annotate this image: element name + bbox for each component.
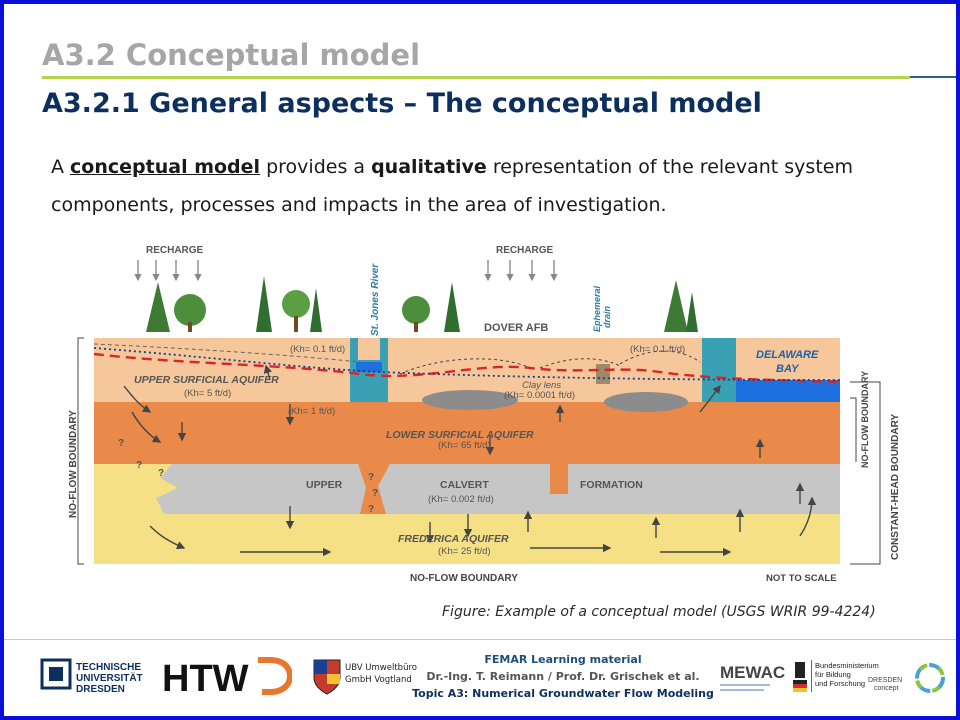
label-dover-afb: DOVER AFB bbox=[484, 322, 548, 334]
bmbf-logo: Bundesministerium für Bildung und Forsch… bbox=[791, 656, 881, 700]
frederica-aquifer-layer bbox=[94, 514, 840, 564]
groundwater-flow-arrows bbox=[123, 364, 817, 557]
slide: A3.2 Conceptual model A3.2.1 General asp… bbox=[4, 4, 956, 716]
bmbf-line-2: für Bildung bbox=[815, 670, 851, 679]
question-mark: ? bbox=[136, 460, 142, 471]
question-mark: ? bbox=[368, 472, 374, 483]
title-divider bbox=[42, 76, 910, 79]
ubv-line-2: GmbH Vogtland bbox=[345, 675, 412, 685]
question-mark: ? bbox=[368, 504, 374, 515]
topic-label: Topic A3: Numerical Groundwater Flow Mod… bbox=[412, 687, 714, 700]
label-upper-surficial-aquifer: UPPER SURFICIAL AQUIFER bbox=[134, 374, 279, 386]
label-st-jones-river: St. Jones River bbox=[370, 263, 381, 336]
label-kh-5: (Kh= 5 ft/d) bbox=[184, 388, 231, 399]
trees bbox=[146, 276, 698, 332]
tu-dresden-logo: TECHNISCHE UNIVERSITÄT DRESDEN bbox=[40, 656, 152, 696]
clay-lens-left bbox=[422, 390, 518, 410]
label-kh-65: (Kh= 65 ft/d) bbox=[438, 440, 491, 451]
mewac-logo: MEWAC bbox=[720, 656, 786, 698]
intro-term-conceptual-model: conceptual model bbox=[70, 156, 261, 178]
label-kh-25: (Kh= 25 ft/d) bbox=[438, 546, 491, 557]
tud-line-3: DRESDEN bbox=[76, 684, 125, 695]
calvert-formation-layer bbox=[94, 464, 840, 514]
calvert-notch bbox=[550, 464, 568, 494]
figure-caption: Figure: Example of a conceptual model (U… bbox=[442, 604, 876, 620]
label-recharge-right: RECHARGE bbox=[496, 245, 554, 256]
htw-wordmark: HTW bbox=[162, 658, 249, 700]
femar-label: FEMAR Learning material bbox=[484, 653, 642, 666]
ephemeral-drain bbox=[596, 364, 610, 384]
water-table-dotted-blue bbox=[93, 347, 841, 381]
bmbf-line-3: und Forschung bbox=[815, 679, 865, 688]
label-kh-1: (Kh= 1 ft/d) bbox=[288, 406, 335, 417]
question-mark: ? bbox=[118, 438, 124, 449]
label-no-flow-boundary-left: NO-FLOW BOUNDARY bbox=[68, 410, 79, 518]
label-constant-head-boundary: CONSTANT-HEAD BOUNDARY bbox=[890, 414, 900, 560]
footer-divider bbox=[4, 639, 956, 640]
dresden-concept-logo: DRESDEN concept bbox=[868, 660, 952, 700]
question-mark: ? bbox=[158, 468, 164, 479]
authors-label: Dr.-Ing. T. Reimann / Prof. Dr. Grischek… bbox=[426, 670, 700, 683]
recharge-arrows-left bbox=[134, 260, 202, 282]
label-kh-01-right: (Kh= 0.1 ft/d) bbox=[630, 344, 685, 355]
delaware-bay-water bbox=[702, 338, 736, 402]
label-kh-01-left: (Kh= 0.1 ft/d) bbox=[290, 344, 345, 355]
label-bay: BAY bbox=[776, 363, 800, 375]
channel-fill bbox=[358, 464, 390, 514]
label-ephemeral: Ephemeral bbox=[592, 285, 602, 332]
label-upper: UPPER bbox=[306, 479, 343, 491]
label-no-flow-boundary-right: NO-FLOW BOUNDARY bbox=[860, 371, 870, 468]
label-not-to-scale: NOT TO SCALE bbox=[766, 573, 837, 584]
conceptual-model-figure: RECHARGE RECHARGE DOVER AFB St. Jones Ri… bbox=[60, 236, 901, 588]
mewac-wordmark: MEWAC bbox=[720, 663, 785, 682]
label-lower-surficial-aquifer: LOWER SURFICIAL AQUIFER bbox=[386, 429, 534, 441]
intro-paragraph: A conceptual model provides a qualitativ… bbox=[51, 148, 931, 224]
label-kh-0002: (Kh= 0.002 ft/d) bbox=[428, 494, 494, 505]
label-formation: FORMATION bbox=[580, 479, 643, 491]
intro-text-2: provides a bbox=[260, 156, 372, 178]
bmbf-line-1: Bundesministerium bbox=[815, 661, 879, 670]
intro-term-qualitative: qualitative bbox=[371, 156, 487, 178]
intro-text-3: representation of the relevant system co… bbox=[51, 156, 853, 216]
dresden-line-1: DRESDEN bbox=[868, 677, 902, 684]
label-clay-lens: Clay lens bbox=[522, 380, 561, 391]
calvert-pinch-out bbox=[94, 464, 178, 514]
recharge-arrows-right bbox=[484, 260, 558, 282]
water-table-dashed-red bbox=[93, 352, 841, 384]
label-drain: drain bbox=[602, 305, 612, 328]
title-divider-accent bbox=[910, 76, 956, 78]
ubv-line-1: UBV Umweltbüro bbox=[345, 663, 417, 673]
label-recharge-left: RECHARGE bbox=[146, 245, 204, 256]
footer-credits: FEMAR Learning material Dr.-Ing. T. Reim… bbox=[404, 651, 722, 702]
tud-line-1: TECHNISCHE bbox=[76, 662, 141, 673]
question-mark: ? bbox=[372, 488, 378, 499]
section-title: A3.2 Conceptual model bbox=[42, 38, 421, 72]
ubv-name: UBV Umweltbüro GmbH Vogtland bbox=[345, 662, 417, 686]
tud-line-2: UNIVERSITÄT bbox=[76, 671, 143, 684]
dresden-line-2: concept bbox=[874, 685, 899, 692]
htw-dresden-logo: HTW bbox=[162, 650, 294, 700]
ubv-crest-logo bbox=[310, 656, 344, 696]
lower-surficial-layer bbox=[94, 402, 840, 464]
label-calvert: CALVERT bbox=[440, 479, 489, 491]
label-no-flow-boundary-bottom: NO-FLOW BOUNDARY bbox=[410, 573, 518, 584]
label-kh-00001: (Kh= 0.0001 ft/d) bbox=[504, 390, 575, 401]
subsection-title: A3.2.1 General aspects – The conceptual … bbox=[42, 88, 762, 119]
label-delaware: DELAWARE bbox=[756, 349, 819, 361]
intro-text-1: A bbox=[51, 156, 71, 178]
clay-lens-right bbox=[604, 392, 688, 412]
label-frederica-aquifer: FREDERICA AQUIFER bbox=[398, 533, 509, 545]
